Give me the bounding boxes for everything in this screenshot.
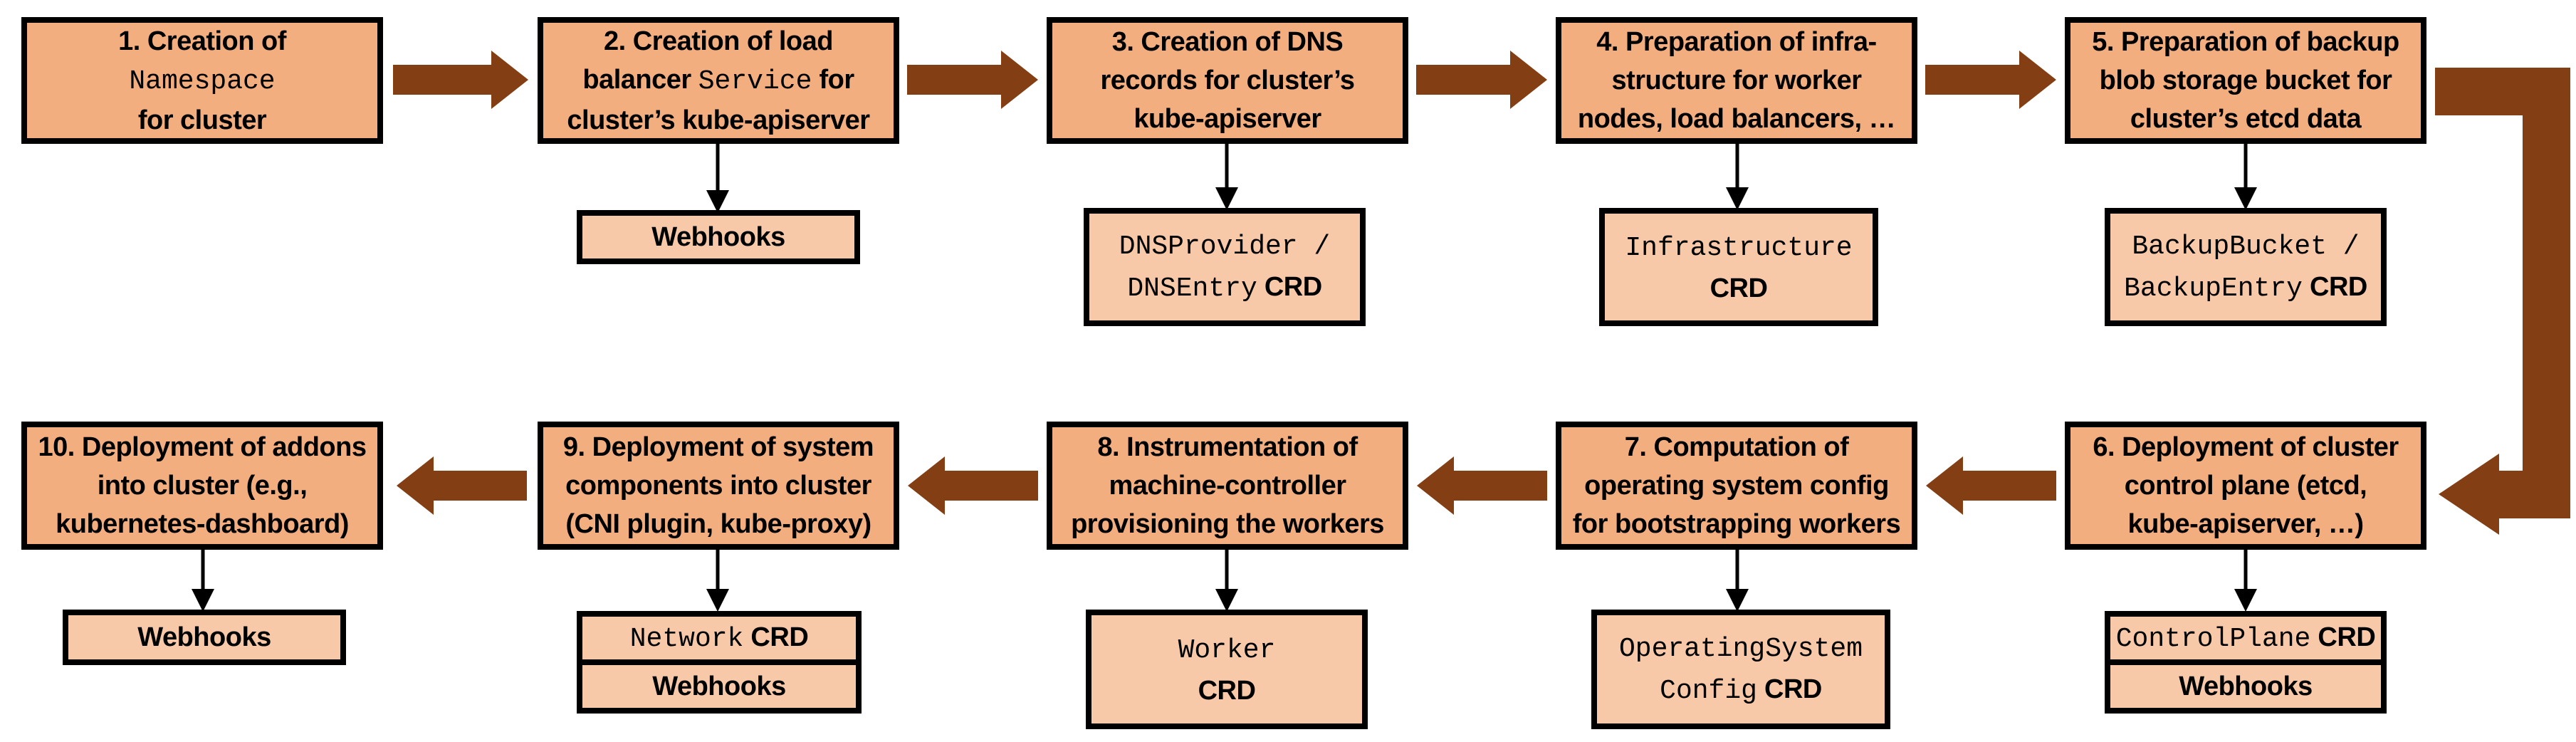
flow-arrow-6-7	[1926, 456, 2056, 515]
step-3-line-1: 3. Creation of DNS	[1111, 27, 1344, 57]
step-4-box: 4. Preparation of infra- structure for w…	[1556, 17, 1917, 144]
step-10-line-3: kubernetes-dashboard)	[56, 509, 349, 539]
step3-dns-crd-box: DNSProvider / DNSEntry CRD	[1084, 208, 1366, 326]
step-6-line-3: kube-apiserver, …)	[2127, 509, 2364, 539]
crd-label: CRD	[743, 622, 809, 652]
step-1-box: 1. Creation of Namespace for cluster	[21, 17, 383, 144]
step6-controlplane-crd-box: ControlPlane CRD	[2105, 611, 2387, 665]
connector-step3-crd	[1215, 144, 1238, 210]
flow-arrow-8-9	[908, 456, 1038, 515]
step-4-line-3: nodes, load balancers, …	[1577, 104, 1896, 134]
step-9-line-2: components into cluster	[565, 471, 871, 501]
dnsentry-code-text: DNSEntry	[1127, 273, 1257, 304]
crd-label: CRD	[1710, 273, 1768, 303]
namespace-code-text: Namespace	[129, 66, 276, 97]
flow-arrow-7-8	[1417, 456, 1547, 515]
network-code-text: Network	[629, 623, 744, 654]
step-2-line-1: 2. Creation of load	[604, 26, 833, 56]
step-7-line-3: for bootstrapping workers	[1572, 509, 1901, 539]
crd-label: CRD	[2302, 272, 2367, 302]
connector-step6-crd	[2234, 550, 2257, 612]
connector-step7-crd	[1726, 550, 1749, 612]
step-1-line-3: for cluster	[137, 105, 267, 135]
step-5-line-2: blob storage bucket for	[2099, 66, 2392, 95]
step-2-line-3: cluster’s kube-apiserver	[567, 105, 870, 135]
connector-step10-webhooks	[192, 550, 214, 612]
connector-step5-crd	[2234, 144, 2257, 210]
connector-step9-crd	[706, 550, 729, 612]
step-9-box: 9. Deployment of system components into …	[538, 422, 899, 550]
step2-webhooks-box: Webhooks	[577, 210, 860, 264]
step-8-line-3: provisioning the workers	[1071, 509, 1384, 539]
step-5-box: 5. Preparation of backup blob storage bu…	[2065, 17, 2426, 144]
step4-infrastructure-crd-box: Infrastructure CRD	[1599, 208, 1878, 326]
flow-arrow-1-2	[393, 51, 528, 109]
connector-step4-crd	[1726, 144, 1749, 210]
webhooks-label: Webhooks	[2179, 672, 2313, 701]
step-4-line-2: structure for worker	[1611, 66, 1862, 95]
step-3-box: 3. Creation of DNS records for cluster’s…	[1047, 17, 1408, 144]
step-9-line-3: (CNI plugin, kube-proxy)	[565, 509, 871, 539]
step5-backup-crd-box: BackupBucket / BackupEntry CRD	[2105, 208, 2387, 326]
webhooks-label: Webhooks	[137, 622, 271, 652]
service-code-text: Service	[698, 66, 812, 97]
flow-arrow-3-4	[1416, 51, 1547, 109]
step-5-line-3: cluster’s etcd data	[2130, 104, 2362, 134]
step6-webhooks-box: Webhooks	[2105, 659, 2387, 714]
step9-webhooks-box: Webhooks	[577, 659, 862, 714]
step7-osc-crd-box: OperatingSystem Config CRD	[1591, 610, 1890, 729]
step-7-line-1: 7. Computation of	[1624, 432, 1849, 462]
step-2-line-2: balancer Service for	[582, 64, 854, 97]
elbow-arrow-5-6	[2435, 68, 2570, 535]
crd-label: CRD	[1257, 272, 1322, 302]
crd-label: CRD	[2310, 622, 2376, 652]
webhooks-label: Webhooks	[651, 222, 785, 252]
flow-arrow-4-5	[1925, 51, 2056, 109]
step-8-line-2: machine-controller	[1109, 471, 1346, 501]
infrastructure-code-text: Infrastructure	[1625, 232, 1853, 263]
crd-label: CRD	[1198, 675, 1256, 706]
controlplane-code-text: ControlPlane	[2115, 623, 2311, 654]
step-2-box: 2. Creation of load balancer Service for…	[538, 17, 899, 144]
step-9-line-1: 9. Deployment of system	[562, 432, 874, 462]
backupbucket-code-text: BackupBucket /	[2132, 231, 2360, 262]
step-10-line-2: into cluster (e.g.,	[97, 471, 308, 501]
worker-code-text: Worker	[1178, 634, 1276, 666]
step-4-line-1: 4. Preparation of infra-	[1596, 27, 1877, 57]
step10-webhooks-box: Webhooks	[63, 610, 346, 665]
crd-label: CRD	[1756, 674, 1822, 704]
step-1-line-2: Namespace	[129, 61, 275, 101]
step-5-line-1: 5. Preparation of backup	[2092, 27, 2399, 57]
step-8-line-1: 8. Instrumentation of	[1097, 432, 1358, 462]
step8-worker-crd-box: Worker CRD	[1086, 610, 1368, 729]
step-3-line-2: records for cluster’s	[1100, 66, 1355, 95]
step-6-line-2: control plane (etcd,	[2124, 471, 2367, 501]
connector-step2-webhooks	[706, 144, 729, 213]
flow-arrow-2-3	[907, 51, 1038, 109]
config-code-text: Config	[1660, 676, 1757, 706]
step-8-box: 8. Instrumentation of machine-controller…	[1047, 422, 1408, 550]
webhooks-label: Webhooks	[652, 672, 786, 701]
step-3-line-3: kube-apiserver	[1133, 104, 1321, 134]
flow-arrow-9-10	[397, 456, 527, 515]
step-7-line-2: operating system config	[1584, 471, 1889, 501]
step-7-box: 7. Computation of operating system confi…	[1556, 422, 1917, 550]
step-1-line-1: 1. Creation of	[118, 26, 286, 56]
dnsprovider-code-text: DNSProvider /	[1119, 231, 1331, 262]
step-10-line-1: 10. Deployment of addons	[38, 432, 367, 462]
step-6-line-1: 6. Deployment of cluster	[2093, 432, 2399, 462]
step-6-box: 6. Deployment of cluster control plane (…	[2065, 422, 2426, 550]
connector-step8-crd	[1215, 550, 1238, 612]
backupentry-code-text: BackupEntry	[2124, 273, 2303, 304]
step-10-box: 10. Deployment of addons into cluster (e…	[21, 422, 383, 550]
operatingsystem-code-text: OperatingSystem	[1618, 634, 1863, 664]
step9-network-crd-box: Network CRD	[577, 611, 862, 665]
